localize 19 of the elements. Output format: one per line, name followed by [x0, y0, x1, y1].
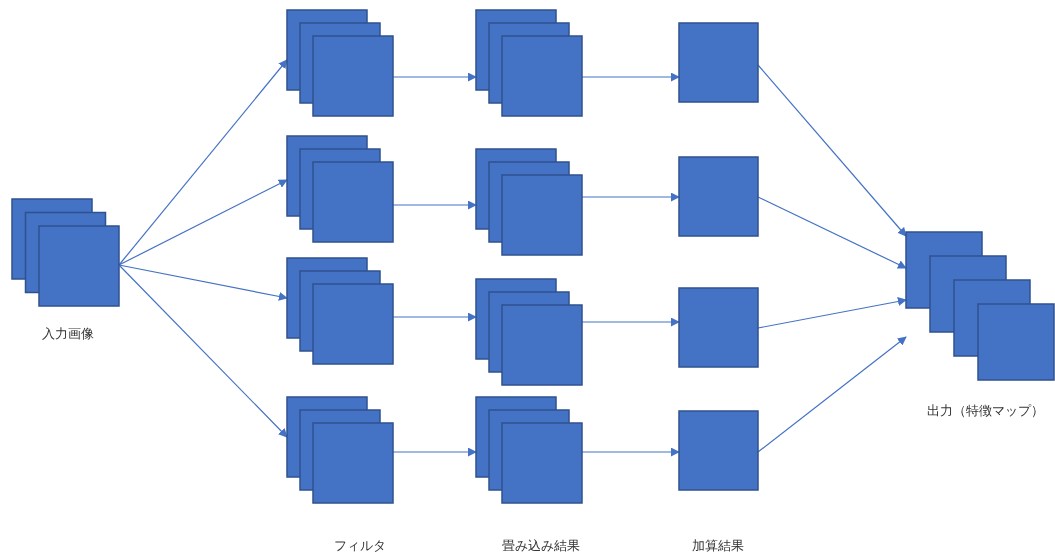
square — [678, 22, 759, 103]
node-caption: 入力画像 — [42, 325, 94, 343]
stacked-squares — [286, 9, 394, 117]
stacked-squares — [11, 198, 120, 307]
square — [678, 287, 759, 368]
column-label: フィルタ — [334, 537, 386, 555]
stacked-squares — [286, 396, 394, 504]
stacked-squares — [286, 135, 394, 243]
stacked-squares — [475, 396, 583, 504]
stacked-squares — [475, 278, 583, 386]
stacked-squares — [905, 231, 1055, 381]
square — [678, 410, 759, 491]
square — [678, 156, 759, 237]
column-label: 畳み込み結果 — [502, 537, 580, 555]
stacked-squares — [475, 148, 583, 256]
stacked-squares — [286, 257, 394, 365]
column-label: 加算結果 — [692, 537, 744, 555]
node-caption: 出力（特徴マップ） — [926, 402, 1044, 420]
stacked-squares — [475, 9, 583, 117]
